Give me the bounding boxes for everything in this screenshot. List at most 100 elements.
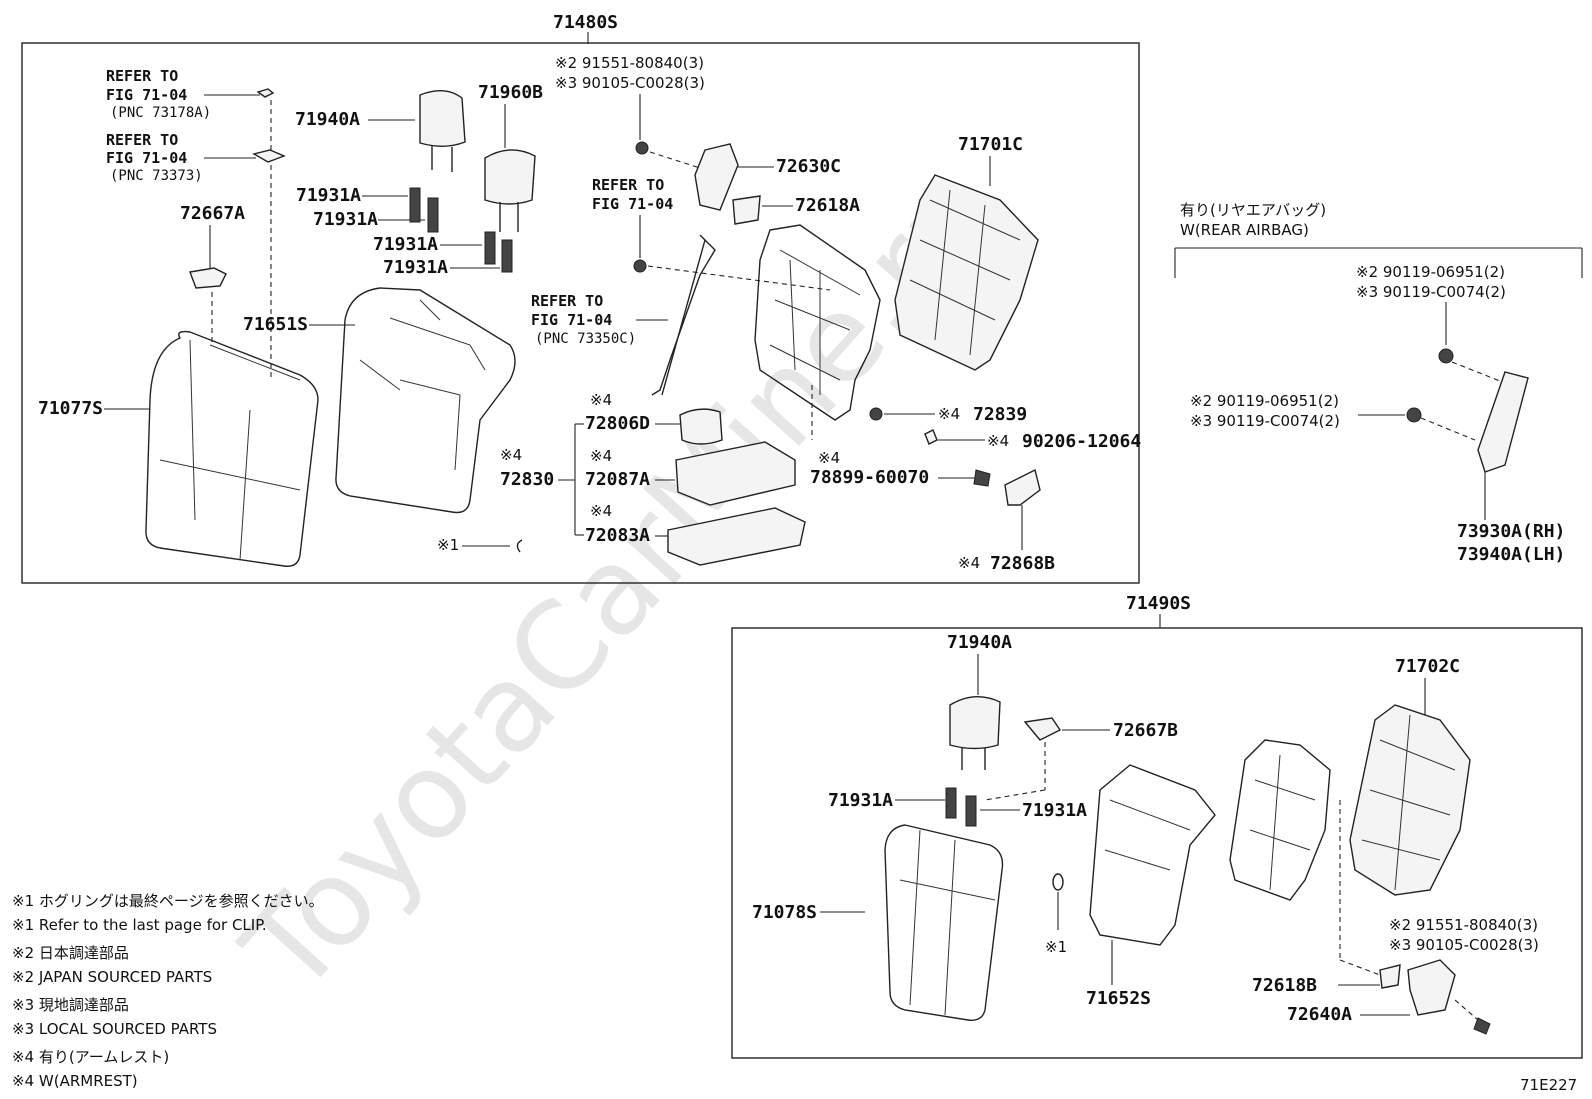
bolt-spec-airbag-2: ※2 90119-06951(2) ※3 90119-C0074(2) bbox=[1190, 392, 1340, 430]
bolt-spec-upper: ※2 91551-80840(3) ※3 90105-C0028(3) bbox=[555, 54, 705, 92]
upper-group-frame bbox=[21, 42, 1140, 584]
part-label-71931a-2: 71931A bbox=[313, 209, 378, 230]
hinge-72640a bbox=[1407, 959, 1456, 1016]
part-label-71931a-6: 71931A bbox=[1022, 800, 1087, 821]
svg-text:※4 有り(アームレスト): ※4 有り(アームレスト) bbox=[12, 1048, 169, 1066]
bolt-91551 bbox=[635, 141, 649, 155]
marker-clip-2: ※1 bbox=[1045, 938, 1067, 956]
svg-text:※2 JAPAN SOURCED PARTS: ※2 JAPAN SOURCED PARTS bbox=[12, 968, 212, 986]
svg-text:※3 LOCAL SOURCED PARTS: ※3 LOCAL SOURCED PARTS bbox=[12, 1020, 217, 1038]
part-label-71077s: 71077S bbox=[38, 398, 103, 419]
svg-text:※1 Refer to the last page for: ※1 Refer to the last page for CLIP. bbox=[12, 916, 267, 934]
cover-72667a bbox=[189, 267, 227, 289]
bolt-90119-a bbox=[1438, 348, 1454, 364]
svg-text:FIG 71-04: FIG 71-04 bbox=[531, 311, 612, 329]
refer-note-73373: REFER TO FIG 71-04 (PNC 73373) bbox=[106, 131, 203, 184]
svg-text:FIG 71-04: FIG 71-04 bbox=[106, 86, 187, 104]
part-label-72083a: 72083A bbox=[585, 525, 650, 546]
seatback-board-71702c bbox=[1349, 704, 1471, 896]
seatback-board-71701c bbox=[894, 174, 1039, 371]
svg-text:※3 90105-C0028(3): ※3 90105-C0028(3) bbox=[555, 74, 705, 92]
group-label-upper: 71480S bbox=[553, 12, 618, 33]
part-label-71940a-upper: 71940A bbox=[295, 109, 360, 130]
svg-text:REFER TO: REFER TO bbox=[531, 292, 603, 310]
guide-71931a-c bbox=[484, 231, 496, 265]
belt-guide bbox=[651, 234, 716, 396]
part-label-72667a: 72667A bbox=[180, 203, 245, 224]
marker-4-72839: ※4 bbox=[938, 405, 960, 423]
part-label-72640a: 72640A bbox=[1287, 1004, 1352, 1025]
svg-text:REFER TO: REFER TO bbox=[106, 67, 178, 85]
svg-text:FIG 71-04: FIG 71-04 bbox=[592, 195, 673, 213]
part-label-71931a-3: 71931A bbox=[373, 234, 438, 255]
cover-72868b bbox=[1004, 468, 1041, 506]
seatback-frame-lower bbox=[1229, 739, 1331, 901]
svg-text:※2 91551-80840(3): ※2 91551-80840(3) bbox=[1389, 916, 1538, 934]
bolt-72839 bbox=[869, 407, 883, 421]
bolt-spec-airbag-1: ※2 90119-06951(2) ※3 90119-C0074(2) bbox=[1356, 263, 1506, 301]
lock-72618a bbox=[732, 195, 761, 225]
airbag-module bbox=[1477, 371, 1529, 473]
headrest-71960b bbox=[484, 149, 536, 205]
marker-4-78899: ※4 bbox=[818, 449, 840, 467]
screw-78899 bbox=[973, 469, 991, 487]
seatback-cover-71077s bbox=[145, 330, 319, 567]
part-label-73930a: 73930A(RH) bbox=[1457, 521, 1565, 542]
seatback-cover-71078s bbox=[884, 824, 1004, 1021]
part-label-71652s: 71652S bbox=[1086, 988, 1151, 1009]
part-label-72806d: 72806D bbox=[585, 413, 650, 434]
svg-text:REFER TO: REFER TO bbox=[592, 176, 664, 194]
guide-71931a-b bbox=[427, 197, 439, 233]
armrest-pad-72087a bbox=[675, 441, 796, 506]
part-label-72830: 72830 bbox=[500, 469, 554, 490]
guide-71931a-e bbox=[945, 787, 957, 819]
cover-72667b bbox=[1023, 717, 1062, 741]
clip-90206 bbox=[924, 429, 938, 445]
part-label-71931a-4: 71931A bbox=[383, 257, 448, 278]
refer-note-73178a: REFER TO FIG 71-04 (PNC 73178A) bbox=[106, 67, 211, 121]
hinge-72630c bbox=[694, 143, 739, 211]
part-label-71931a-1: 71931A bbox=[296, 185, 361, 206]
marker-4-72806d: ※4 bbox=[590, 391, 612, 409]
part-label-72630c: 72630C bbox=[776, 156, 841, 177]
seatback-pad-71651s bbox=[335, 287, 516, 514]
part-label-73940a: 73940A(LH) bbox=[1457, 544, 1565, 565]
part-label-71931a-5: 71931A bbox=[828, 790, 893, 811]
svg-text:※2 91551-80840(3): ※2 91551-80840(3) bbox=[555, 54, 704, 72]
svg-text:(PNC 73373): (PNC 73373) bbox=[110, 168, 203, 184]
armrest-frame-72083a bbox=[667, 507, 806, 566]
headrest-71940a-lower bbox=[949, 696, 1001, 750]
part-label-71940a-lower: 71940A bbox=[947, 632, 1012, 653]
svg-text:FIG 71-04: FIG 71-04 bbox=[106, 149, 187, 167]
part-label-78899: 78899-60070 bbox=[810, 467, 929, 488]
refer-note-center: REFER TO FIG 71-04 bbox=[592, 176, 673, 213]
part-label-71078s: 71078S bbox=[752, 902, 817, 923]
svg-text:有り(リヤエアバッグ): 有り(リヤエアバッグ) bbox=[1180, 201, 1326, 219]
guide-71931a-f bbox=[965, 795, 977, 827]
part-label-90206: 90206-12064 bbox=[1022, 431, 1141, 452]
bolt-spec-lower: ※2 91551-80840(3) ※3 90105-C0028(3) bbox=[1389, 916, 1539, 954]
svg-text:※3 90119-C0074(2): ※3 90119-C0074(2) bbox=[1190, 412, 1340, 430]
svg-text:※2 90119-06951(2): ※2 90119-06951(2) bbox=[1190, 392, 1339, 410]
svg-text:※4 W(ARMREST): ※4 W(ARMREST) bbox=[12, 1072, 138, 1090]
bolt-lower bbox=[1473, 1017, 1491, 1035]
headrest-71940a bbox=[419, 90, 466, 147]
part-label-72087a: 72087A bbox=[585, 469, 650, 490]
seatback-pad-71652s bbox=[1089, 764, 1216, 946]
guide-71931a-a bbox=[409, 187, 421, 223]
svg-text:(PNC 73178A): (PNC 73178A) bbox=[110, 105, 211, 121]
svg-text:※3 現地調達部品: ※3 現地調達部品 bbox=[12, 996, 129, 1014]
part-label-71701c: 71701C bbox=[958, 134, 1023, 155]
seatback-frame bbox=[754, 224, 881, 421]
lower-group-frame bbox=[731, 627, 1583, 1059]
hog-ring-lower bbox=[1052, 873, 1064, 891]
lock-72618b bbox=[1379, 964, 1401, 989]
hog-ring bbox=[516, 539, 523, 553]
svg-text:※1 ホグリングは最終ページを参照ください。: ※1 ホグリングは最終ページを参照ください。 bbox=[12, 892, 324, 910]
cupholder-72806d bbox=[679, 408, 723, 445]
part-label-72839: 72839 bbox=[973, 404, 1027, 425]
svg-text:(PNC 73350C): (PNC 73350C) bbox=[535, 331, 636, 347]
part-label-72868b: 72868B bbox=[990, 553, 1055, 574]
marker-4-72868b: ※4 bbox=[958, 554, 980, 572]
